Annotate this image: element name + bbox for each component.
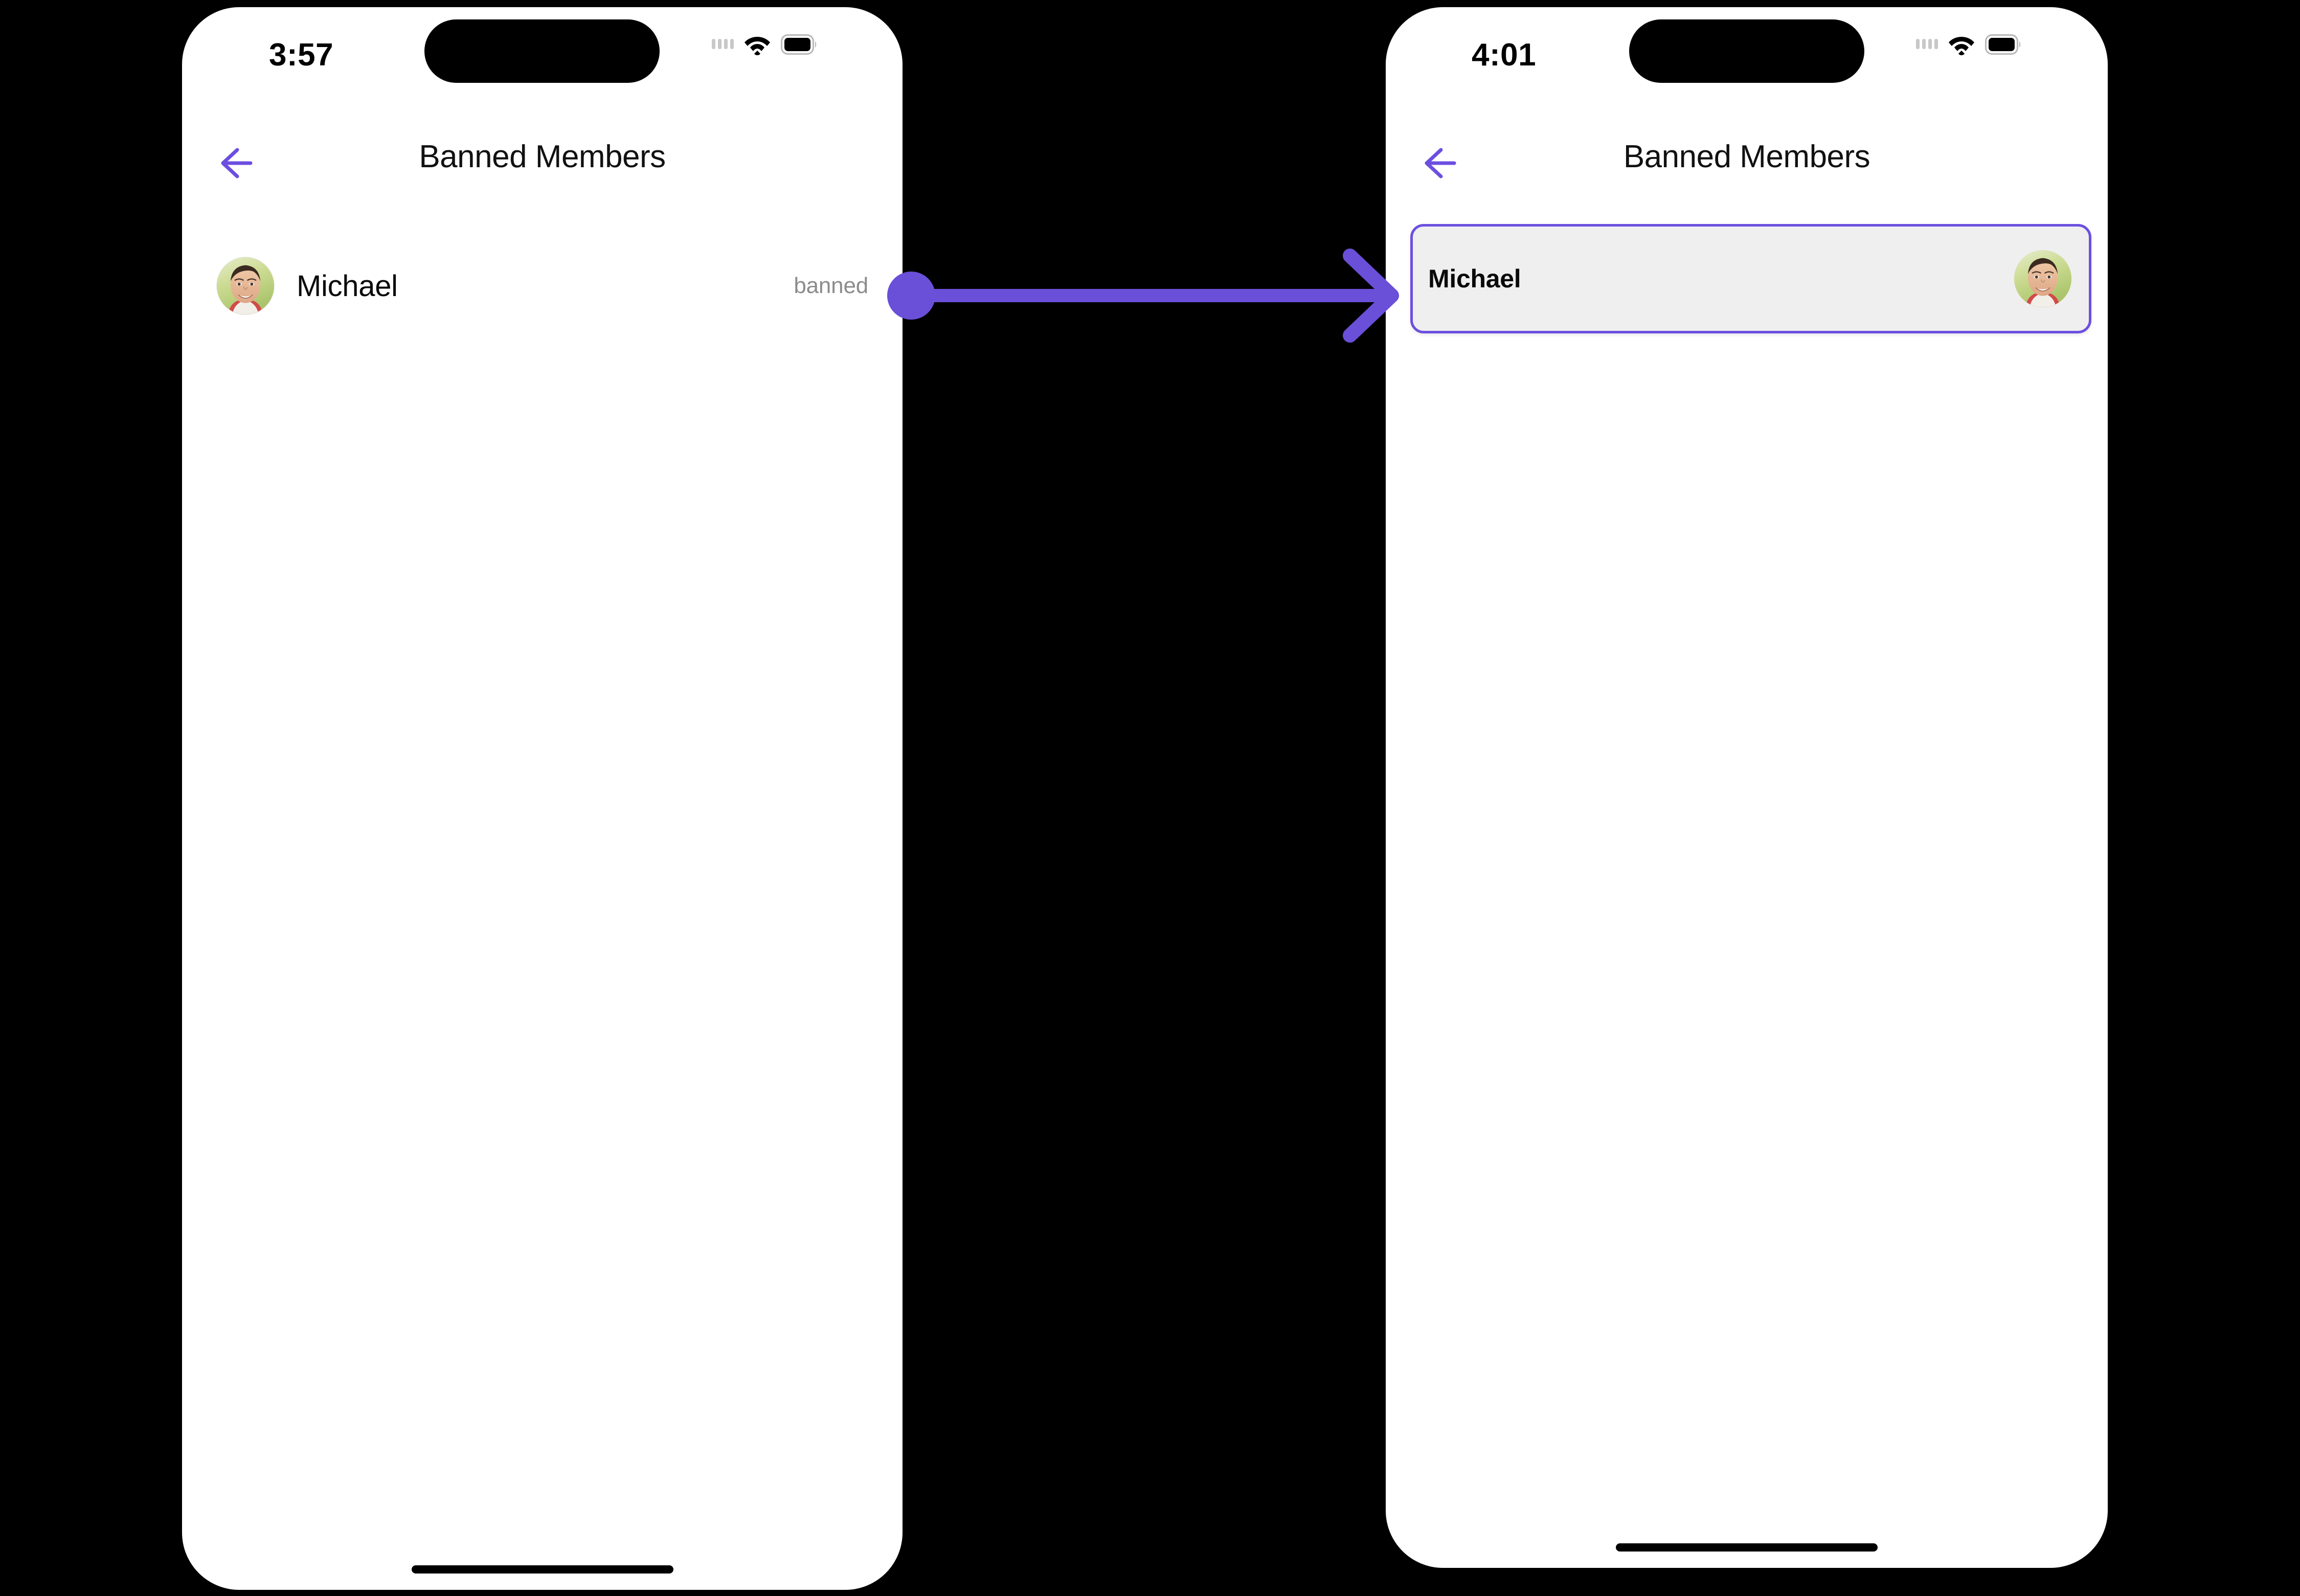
selected-member-card[interactable]: Michael <box>1410 224 2091 333</box>
member-name: Michael <box>1428 264 1521 293</box>
home-indicator <box>1616 1543 1878 1552</box>
battery-icon <box>781 34 817 55</box>
signal-dots-icon <box>1916 38 1938 49</box>
status-time: 4:01 <box>1472 37 1537 73</box>
home-indicator <box>411 1565 673 1573</box>
nav-header: Banned Members <box>182 137 903 198</box>
phone-screen-after: 4:01 Banned Members Michael <box>1386 7 2108 1568</box>
nav-header: Banned Members <box>1386 137 2108 198</box>
page-title: Banned Members <box>419 139 666 174</box>
user-avatar-michael <box>217 257 274 314</box>
back-arrow-icon[interactable] <box>1422 143 1469 184</box>
dynamic-island <box>424 19 660 83</box>
phone-screen-before: 3:57 Banned Members <box>182 7 903 1590</box>
wifi-icon <box>1949 37 1974 55</box>
status-bar: 3:57 <box>182 7 903 97</box>
status-time: 3:57 <box>269 37 334 73</box>
status-badge: banned <box>794 273 868 298</box>
member-name: Michael <box>297 269 398 303</box>
back-arrow-icon[interactable] <box>218 143 265 184</box>
signal-dots-icon <box>712 38 734 49</box>
status-indicators <box>1916 34 2022 55</box>
list-item-banned-member[interactable]: Michael banned <box>202 248 883 324</box>
wifi-icon <box>745 37 770 55</box>
status-bar: 4:01 <box>1386 7 2108 97</box>
status-indicators <box>712 34 818 55</box>
battery-icon <box>1985 34 2021 55</box>
page-title: Banned Members <box>1623 139 1870 174</box>
user-avatar-michael <box>2014 250 2071 307</box>
dynamic-island <box>1629 19 1864 83</box>
